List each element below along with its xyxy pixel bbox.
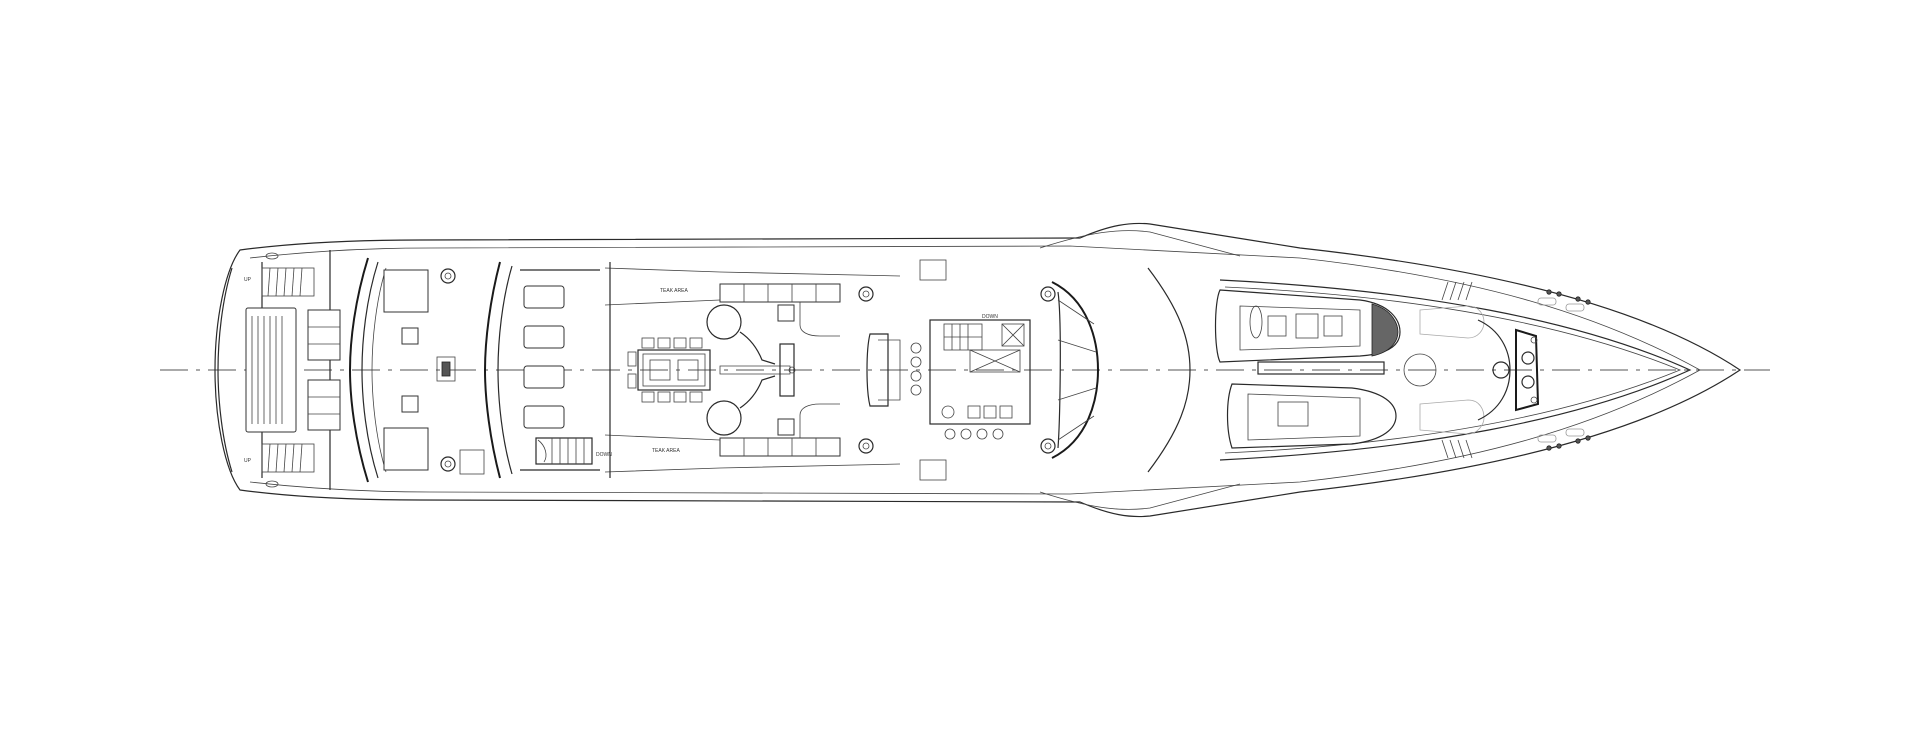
stern-up-label-bottom: UP (244, 458, 252, 464)
aft-spiral-stair (535, 437, 593, 465)
hull-outline (214, 222, 1742, 518)
sunpad-deck: DOWN (483, 261, 612, 479)
stair-down-label-aft: DOWN (596, 452, 612, 458)
deck-planters (858, 259, 1056, 481)
foredeck-anchor (1477, 289, 1591, 451)
teak-area-label-bottom: TEAK AREA (652, 448, 680, 454)
aft-lounge-deck (307, 250, 485, 490)
stern-stairs-bottom (261, 443, 315, 473)
bollards (1537, 289, 1591, 451)
dining-area (609, 262, 841, 478)
stern-stairs-top (261, 267, 315, 297)
tender-bay (1214, 281, 1485, 459)
teak-areas: TEAK AREA TEAK AREA (604, 267, 901, 473)
crane-arm (1257, 361, 1385, 375)
tender-bottom (1226, 383, 1397, 449)
stair-down-label-bridge: DOWN (982, 314, 998, 320)
bridge-console: DOWN (866, 314, 1031, 440)
dining-table (637, 349, 711, 391)
stern-swim-platform: UP UP (217, 252, 315, 488)
stern-up-label-top: UP (244, 277, 252, 283)
forward-seating (1051, 267, 1191, 473)
teak-area-label-top: TEAK AREA (660, 288, 688, 294)
